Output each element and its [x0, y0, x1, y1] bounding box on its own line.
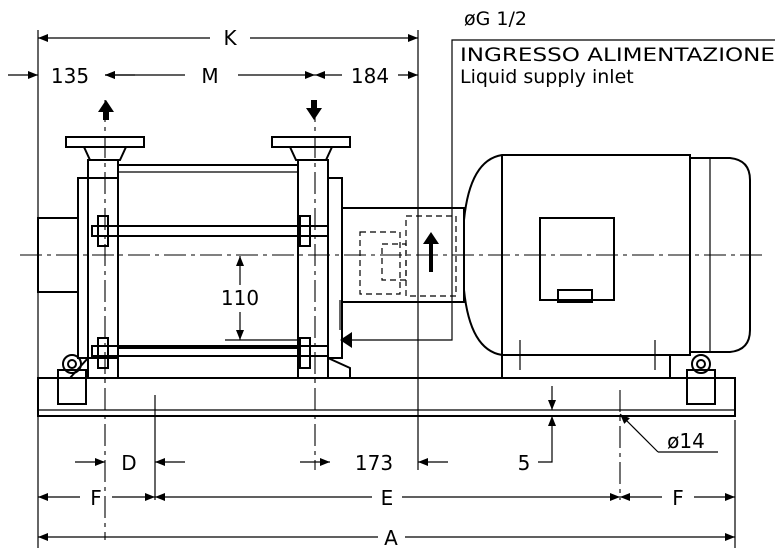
dim-K: K — [223, 26, 237, 50]
dim-phi14: ø14 — [667, 429, 705, 453]
dimension-lines — [8, 30, 775, 548]
dim-A: A — [384, 526, 398, 549]
inlet-label-it: INGRESSO ALIMENTAZIONE — [460, 44, 775, 66]
motor — [463, 154, 751, 379]
center-lines — [20, 100, 765, 540]
inlet-flow-icon — [98, 100, 114, 120]
dim-173: 173 — [355, 451, 393, 475]
dim-F-right: F — [672, 486, 684, 510]
base-frame — [37, 354, 736, 417]
dim-135: 135 — [51, 64, 89, 88]
rotation-arrow-icon — [423, 232, 439, 272]
pump-body — [37, 136, 351, 379]
inlet-label-en: Liquid supply inlet — [460, 66, 634, 88]
dim-E: E — [381, 486, 394, 510]
flow-arrows — [98, 100, 439, 348]
dim-110: 110 — [221, 286, 259, 310]
dim-F-left: F — [90, 486, 102, 510]
connection-size: øG 1/2 — [464, 8, 527, 30]
supply-inlet-icon — [340, 332, 352, 348]
dim-M: M — [201, 64, 218, 88]
dim-5: 5 — [518, 451, 531, 475]
dim-184: 184 — [351, 64, 389, 88]
dim-D: D — [121, 451, 136, 475]
outlet-flow-icon — [306, 100, 322, 120]
